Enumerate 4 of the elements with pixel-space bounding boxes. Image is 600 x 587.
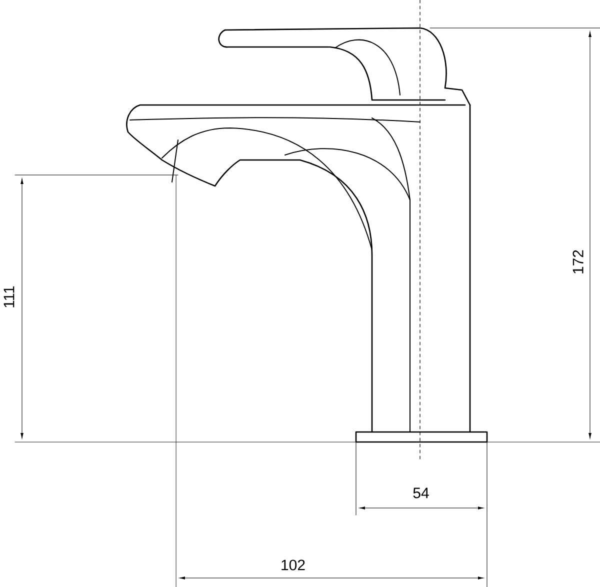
dimension-text: 172 — [572, 250, 584, 274]
dimension-text: 102 — [282, 560, 305, 570]
dimension-text: 111 — [4, 286, 14, 308]
dimension-text: 54 — [413, 488, 429, 498]
